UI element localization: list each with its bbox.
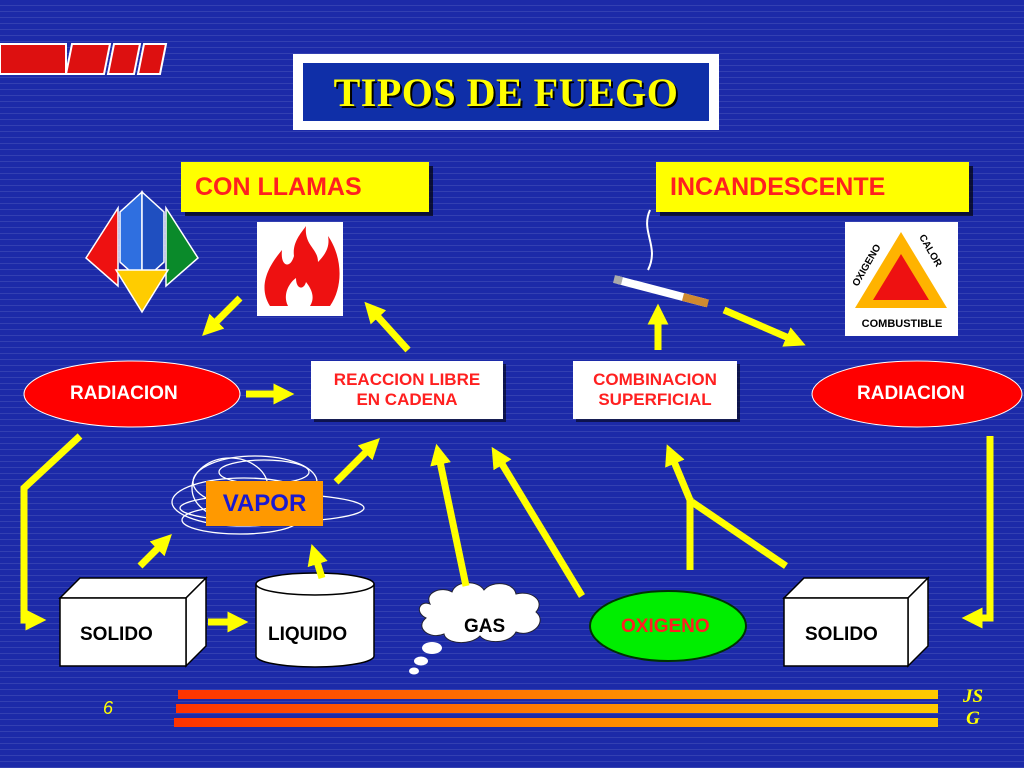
arrow-cigarette-to-radiacion: [722, 306, 806, 347]
arrow-liquido-to-vapor: [307, 543, 328, 580]
flame-icon: [257, 222, 343, 316]
combinacion-line2: SUPERFICIAL: [598, 390, 712, 409]
incandescente-label: INCANDESCENTE: [670, 172, 886, 201]
author-line1: JS: [962, 686, 984, 707]
triangle-combustible-label: COMBUSTIBLE: [861, 318, 943, 330]
author-initials: JS G: [958, 686, 988, 730]
radiacion-right-label: RADIACION: [857, 383, 965, 404]
arrow-oxigeno-to-reaccion: [491, 446, 585, 598]
solido-right-box-shape: [782, 576, 930, 668]
gas-label: GAS: [464, 616, 506, 637]
incandescente-header: INCANDESCENTE: [656, 162, 969, 212]
combinacion-line1: COMBINACION: [593, 370, 717, 389]
arrow-gas-to-reaccion: [430, 443, 470, 587]
author-line2: G: [966, 708, 980, 729]
radiacion-left-ellipse: [23, 360, 241, 428]
slide-number: 6: [103, 698, 114, 718]
corner-stripes-logo: [0, 43, 168, 75]
arrow-flame-to-radiacion: [202, 295, 243, 336]
reaccion-line2: EN CADENA: [356, 390, 458, 409]
flow-arrows: [20, 295, 994, 633]
vapor-box: VAPOR: [206, 481, 323, 526]
vapor-label: VAPOR: [222, 489, 307, 517]
footer-bars: [174, 690, 938, 727]
con-llamas-header: CON LLAMAS: [181, 162, 429, 212]
arrow-solido-right-to-combinacion: [690, 499, 788, 569]
liquido-cylinder-shape: [255, 572, 375, 668]
radiacion-left-label: RADIACION: [70, 383, 178, 404]
liquido-label: LIQUIDO: [268, 624, 348, 645]
arrow-solido-to-vapor: [137, 534, 172, 569]
arrow-vapor-to-reaccion: [333, 438, 380, 485]
reaccion-line1: REACCION LIBRE: [333, 370, 481, 389]
arrow-radiacion-to-solido-left: [20, 433, 83, 631]
solido-left-label: SOLIDO: [80, 624, 153, 645]
solido-right-label: SOLIDO: [805, 624, 878, 645]
combinacion-superficial-box: COMBINACION SUPERFICIAL: [573, 361, 737, 419]
oxigeno-ellipse: [589, 590, 747, 662]
arrow-reaccion-to-flame: [364, 301, 411, 353]
con-llamas-label: CON LLAMAS: [195, 172, 362, 201]
oxigeno-label: OXIGENO: [621, 616, 710, 637]
title-panel: TIPOS DE FUEGO: [303, 63, 709, 121]
title-frame: TIPOS DE FUEGO: [293, 54, 719, 130]
cigarette-icon: [613, 209, 710, 308]
fire-triangle-icon: [845, 222, 958, 336]
solido-left-box-shape: [58, 576, 208, 668]
radiacion-right-ellipse: [811, 360, 1023, 428]
arrow-radiacion-to-solido-right: [961, 436, 994, 629]
reaccion-libre-box: REACCION LIBRE EN CADENA: [311, 361, 503, 419]
fire-tetrahedron-icon: [85, 190, 199, 314]
page-title: TIPOS DE FUEGO: [333, 69, 679, 115]
